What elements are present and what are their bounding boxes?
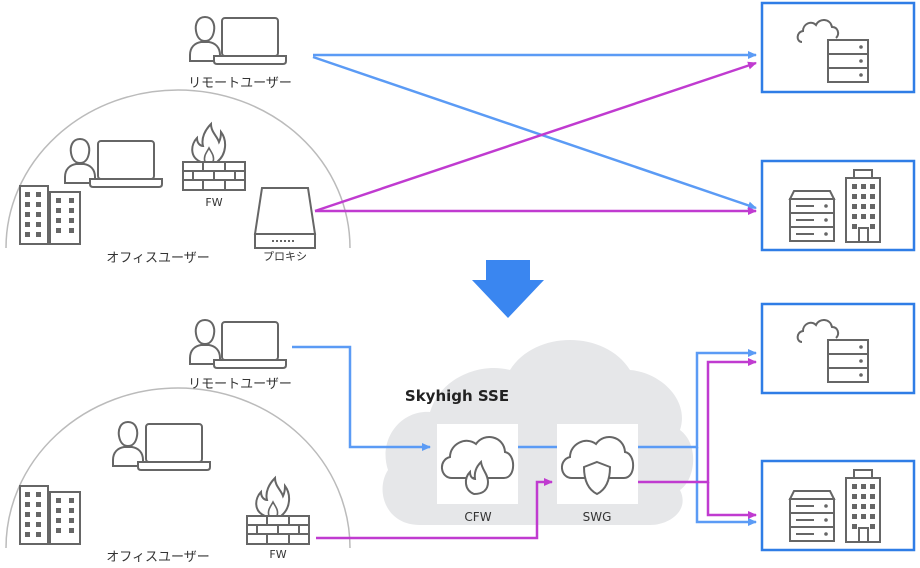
cloud-title: Skyhigh SSE (405, 387, 509, 405)
laptop-icon (137, 423, 211, 471)
secure-web-gateway-icon (561, 436, 635, 496)
cloud-firewall-icon (441, 436, 515, 496)
down-arrow-icon (472, 260, 544, 318)
flow-proxy-to-cloud (314, 61, 757, 213)
fw-label-top: FW (205, 196, 222, 209)
cfw-label: CFW (464, 510, 491, 524)
laptop-icon (89, 140, 163, 188)
flow-fw-to-swg (316, 478, 553, 540)
flow-swg-to-datacenter-magenta (706, 482, 757, 519)
fw-label-bottom: FW (269, 548, 286, 561)
server-icon (827, 39, 869, 83)
server-icon (789, 190, 835, 242)
remote-user-label-bottom: リモートユーザー (188, 377, 292, 392)
office-user-label-top: オフィスユーザー (106, 251, 209, 266)
flow-remote-to-cfw (292, 345, 431, 451)
office-user-label-bottom: オフィスユーザー (106, 550, 209, 565)
proxy-appliance-icon (253, 187, 317, 249)
datacenter-destination-box-bottom (760, 459, 916, 552)
firewall-icon (182, 123, 246, 191)
datacenter-destination-box-top (760, 159, 916, 252)
office-user-bottom (112, 421, 211, 471)
laptop-icon (213, 17, 287, 65)
flow-swg-to-datacenter-blue (695, 447, 757, 526)
server-icon (789, 490, 835, 542)
laptop-icon (213, 321, 287, 369)
user-icon (189, 16, 221, 62)
proxy-label: プロキシ (263, 250, 307, 263)
firewall-icon (246, 477, 310, 545)
user-icon (64, 138, 96, 184)
remote-user-label-top: リモートユーザー (188, 76, 292, 91)
flow-swg-to-cloud-magenta (636, 358, 757, 484)
office-building-icon (19, 485, 81, 545)
datacenter-building-icon (845, 469, 881, 543)
office-building-icon (19, 185, 81, 245)
flow-remote-to-datacenter (312, 55, 757, 210)
user-icon (189, 319, 221, 365)
office-dome-bottom (5, 387, 351, 549)
office-dome-top (5, 89, 351, 249)
remote-user-top (189, 16, 287, 65)
remote-user-bottom (189, 319, 287, 369)
office-user-top (64, 138, 163, 188)
server-icon (827, 339, 869, 383)
flow-swg-to-cloud-blue (636, 349, 757, 449)
datacenter-building-icon (845, 169, 881, 243)
user-icon (112, 421, 144, 467)
swg-label: SWG (583, 510, 612, 524)
